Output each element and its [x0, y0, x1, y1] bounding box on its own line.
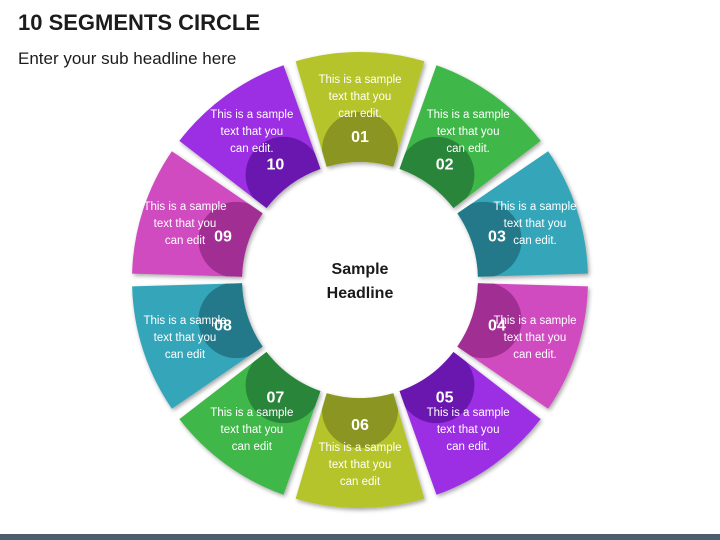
footer-bar: [0, 534, 720, 540]
segment-number-tab: [322, 393, 398, 448]
page-title: 10 SEGMENTS CIRCLE: [18, 10, 261, 35]
segment-number: 02: [436, 157, 454, 174]
segment-number: 04: [488, 318, 506, 335]
segment-number: 07: [266, 390, 284, 407]
center-headline-line2: Headline: [327, 285, 394, 302]
segment-number: 01: [351, 129, 369, 146]
segment-number-tab: [198, 201, 263, 277]
center-headline: Sample Headline: [327, 261, 394, 302]
page-subtitle: Enter your sub headline here: [18, 49, 237, 68]
segment-number: 09: [214, 229, 232, 246]
center-headline-line1: Sample: [332, 261, 389, 278]
segment-number: 05: [436, 390, 454, 407]
segment-number-tab: [457, 201, 522, 277]
segment-number: 10: [266, 157, 284, 174]
segment-number-tab: [322, 112, 398, 167]
segment-number: 03: [488, 229, 506, 246]
segment-number: 08: [214, 318, 232, 335]
segment-number: 06: [351, 417, 369, 434]
